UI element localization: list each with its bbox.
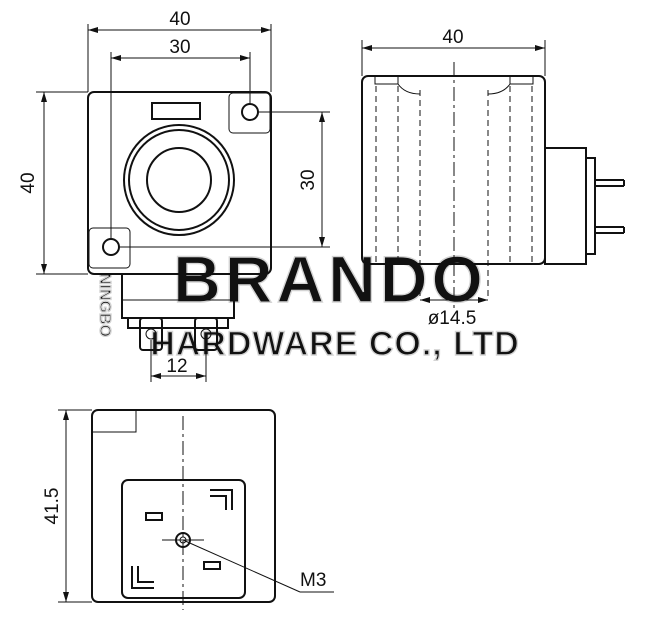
- coil-mid-ring: [128, 129, 230, 231]
- arrow-12-left: [151, 373, 161, 379]
- watermark: BRANDO HARDWARE CO., LTD NINGBO: [95, 241, 520, 363]
- dim-pin-spacing: 12: [166, 356, 187, 377]
- bore-arrow-right: [478, 297, 488, 303]
- side-connector-flange: [585, 157, 596, 255]
- arrow-40-left: [88, 27, 98, 33]
- arrow-40v-top: [41, 92, 47, 102]
- ground-mark-bottom-left: [131, 566, 154, 589]
- dim-side-width: 40: [442, 27, 463, 48]
- pin-slot-left: [145, 512, 163, 521]
- arrow-30v-top: [319, 112, 325, 122]
- front-view: 40 30 40 30 12: [18, 9, 330, 382]
- pin-slot-right: [203, 561, 221, 570]
- thread-label: M3: [300, 570, 326, 591]
- watermark-company: BRANDO: [173, 242, 487, 316]
- dim-bottom-height: 41.5: [42, 488, 63, 525]
- coil-bore: [146, 147, 212, 213]
- mount-hole-bottom-left: [102, 238, 120, 256]
- terminal-left-hole: [145, 328, 157, 340]
- bottom-arrow-bottom: [63, 592, 69, 602]
- dim-front-height-inner: 30: [298, 169, 319, 190]
- watermark-city: NINGBO: [96, 273, 113, 337]
- m3-leader: [182, 539, 301, 593]
- dim-front-height-outer: 40: [18, 172, 39, 193]
- arrow-30-right: [240, 55, 250, 61]
- dim-front-width-inner: 30: [169, 37, 190, 58]
- arrow-40v-bottom: [41, 264, 47, 274]
- arrow-40-right: [261, 27, 271, 33]
- mount-boss-bottom-left: [88, 227, 131, 269]
- dim-bore-diameter: ø14.5: [428, 308, 477, 329]
- side-view: 40 ø14.5: [361, 27, 625, 329]
- arrow-30-left: [111, 55, 121, 61]
- watermark-subtitle: HARDWARE CO., LTD: [150, 325, 520, 363]
- terminal-right-hole: [200, 328, 212, 340]
- connector-face: [121, 479, 246, 599]
- dim-front-width-outer: 40: [169, 9, 190, 30]
- side-connector: [544, 147, 587, 265]
- side-notch-left: [374, 76, 399, 85]
- bottom-view: M3 41.5: [42, 409, 334, 610]
- nameplate-slot: [151, 102, 201, 120]
- arrow-12-right: [196, 373, 206, 379]
- side-bore-top-right: [487, 83, 511, 95]
- side-arrow-40-right: [535, 45, 545, 51]
- bottom-arrow-top: [63, 410, 69, 420]
- bottom-corner-notch: [92, 410, 137, 433]
- side-arrow-40-left: [362, 45, 372, 51]
- side-bore-top-left: [397, 83, 421, 95]
- mount-hole-top-right: [241, 103, 259, 121]
- ground-mark-top-right: [210, 489, 233, 510]
- bore-arrow-left: [420, 297, 430, 303]
- side-notch-right: [509, 76, 534, 85]
- terminal-base: [127, 317, 229, 329]
- coil-outer-ring: [123, 124, 235, 236]
- arrow-30v-bottom: [319, 237, 325, 247]
